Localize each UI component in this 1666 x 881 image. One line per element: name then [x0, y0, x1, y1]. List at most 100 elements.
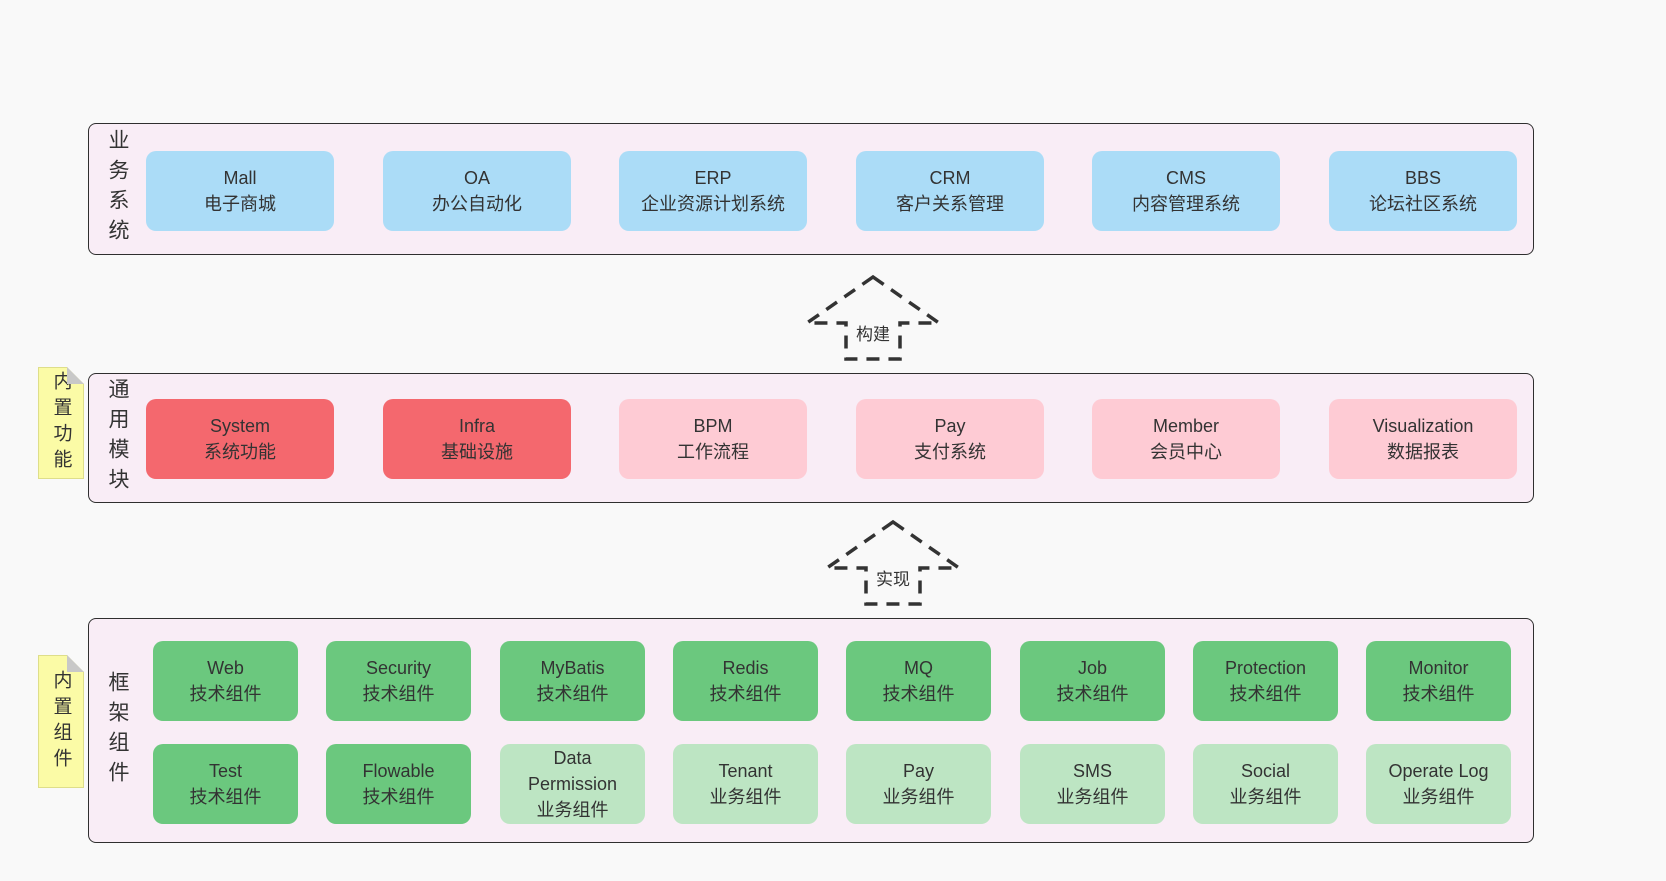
box-mq: MQ 技术组件: [846, 641, 991, 721]
module-desc: 工作流程: [677, 442, 749, 462]
box-erp: ERP 企业资源计划系统: [619, 151, 807, 231]
box-mall: Mall 电子商城: [146, 151, 334, 231]
layer-label-business-systems: 业务系统: [106, 129, 129, 249]
note-fold-icon: [67, 655, 84, 672]
box-infra: Infra 基础设施: [383, 399, 571, 479]
module-name: Visualization: [1372, 415, 1474, 436]
module-name: CRM: [929, 167, 971, 188]
box-pay-component: Pay 业务组件: [846, 744, 991, 824]
layer-framework-components: 框架组件 Web 技术组件 Security 技术组件 MyBatis 技术组件…: [88, 618, 1534, 843]
module-name: BPM: [693, 415, 733, 436]
box-bbs: BBS 论坛社区系统: [1329, 151, 1517, 231]
module-desc: 电子商城: [204, 194, 276, 214]
module-name: Test: [208, 760, 242, 781]
box-bpm: BPM 工作流程: [619, 399, 807, 479]
module-name: Mall: [223, 167, 257, 188]
box-cms: CMS 内容管理系统: [1092, 151, 1280, 231]
note-fold-icon: [67, 367, 84, 384]
box-oa: OA 办公自动化: [383, 151, 571, 231]
module-name: Infra: [458, 415, 496, 436]
module-desc: 系统功能: [204, 442, 276, 462]
note-built-in-features: 内置功能: [38, 367, 84, 479]
module-name: Pay: [902, 760, 935, 781]
module-desc: 会员中心: [1150, 442, 1222, 462]
box-visualization: Visualization 数据报表: [1329, 399, 1517, 479]
module-name: System: [209, 415, 270, 436]
module-desc: 业务组件: [1056, 787, 1129, 807]
module-desc: 支付系统: [914, 442, 986, 462]
module-desc: 客户关系管理: [896, 194, 1004, 214]
box-security: Security 技术组件: [326, 641, 471, 721]
module-name: Social: [1240, 760, 1291, 781]
module-desc: 论坛社区系统: [1369, 194, 1477, 214]
module-name: Protection: [1224, 657, 1307, 678]
module-name: Tenant: [718, 760, 773, 781]
module-name: Job: [1077, 657, 1108, 678]
module-name: Data Permission: [527, 747, 618, 794]
box-system: System 系统功能: [146, 399, 334, 479]
box-social: Social 业务组件: [1193, 744, 1338, 824]
module-desc: 内容管理系统: [1132, 194, 1240, 214]
note-built-in-components-label: 内置组件: [50, 669, 72, 774]
module-name: ERP: [694, 167, 732, 188]
box-tenant: Tenant 业务组件: [673, 744, 818, 824]
module-desc: 技术组件: [189, 787, 262, 807]
module-desc: 技术组件: [362, 787, 435, 807]
module-name: MQ: [904, 657, 933, 678]
module-name: Member: [1152, 415, 1219, 436]
module-desc: 业务组件: [882, 787, 955, 807]
box-pay-module: Pay 支付系统: [856, 399, 1044, 479]
module-desc: 业务组件: [1229, 787, 1302, 807]
box-sms: SMS 业务组件: [1020, 744, 1165, 824]
module-desc: 业务组件: [536, 800, 609, 821]
module-name: Pay: [934, 415, 966, 436]
module-desc: 业务组件: [709, 787, 782, 807]
box-test: Test 技术组件: [153, 744, 298, 824]
module-desc: 办公自动化: [432, 194, 522, 214]
module-desc: 数据报表: [1387, 442, 1459, 462]
box-job: Job 技术组件: [1020, 641, 1165, 721]
module-desc: 基础设施: [441, 442, 513, 462]
module-name: Web: [207, 657, 244, 678]
layer-business-systems: 业务系统 Mall 电子商城 OA 办公自动化 ERP 企业资源计划系统 CRM…: [88, 123, 1534, 255]
arrow-build: 构建: [803, 274, 943, 362]
module-name: SMS: [1072, 760, 1112, 781]
box-redis: Redis 技术组件: [673, 641, 818, 721]
module-desc: 技术组件: [882, 684, 955, 704]
layer-label-common-modules: 通用模块: [106, 378, 129, 498]
module-desc: 企业资源计划系统: [641, 194, 785, 214]
module-name: MyBatis: [540, 657, 605, 678]
module-name: BBS: [1404, 167, 1442, 188]
module-name: OA: [463, 167, 490, 188]
box-data-permission: Data Permission 业务组件: [500, 744, 645, 824]
arrow-implement-label: 实现: [873, 565, 913, 590]
module-desc: 技术组件: [1229, 684, 1302, 704]
module-name: CMS: [1166, 167, 1206, 188]
module-desc: 技术组件: [189, 684, 262, 704]
module-desc: 业务组件: [1402, 787, 1475, 807]
box-monitor: Monitor 技术组件: [1366, 641, 1511, 721]
box-member: Member 会员中心: [1092, 399, 1280, 479]
module-desc: 技术组件: [536, 684, 609, 704]
module-name: Security: [365, 657, 432, 678]
arrow-implement: 实现: [823, 519, 963, 607]
arrow-build-label: 构建: [853, 320, 893, 345]
box-operate-log: Operate Log 业务组件: [1366, 744, 1511, 824]
module-name: Monitor: [1408, 657, 1469, 678]
module-name: Redis: [722, 657, 769, 678]
layer-common-modules: 通用模块 System 系统功能 Infra 基础设施 BPM 工作流程 Pay…: [88, 373, 1534, 503]
module-desc: 技术组件: [1056, 684, 1129, 704]
box-crm: CRM 客户关系管理: [856, 151, 1044, 231]
module-name: Flowable: [362, 760, 435, 781]
module-name: Operate Log: [1388, 760, 1489, 781]
box-flowable: Flowable 技术组件: [326, 744, 471, 824]
box-mybatis: MyBatis 技术组件: [500, 641, 645, 721]
up-block-arrow-icon: [803, 274, 943, 361]
up-block-arrow-icon: [823, 519, 963, 606]
module-desc: 技术组件: [362, 684, 435, 704]
note-built-in-features-label: 内置功能: [50, 371, 72, 475]
box-web: Web 技术组件: [153, 641, 298, 721]
module-desc: 技术组件: [709, 684, 782, 704]
module-desc: 技术组件: [1402, 684, 1475, 704]
